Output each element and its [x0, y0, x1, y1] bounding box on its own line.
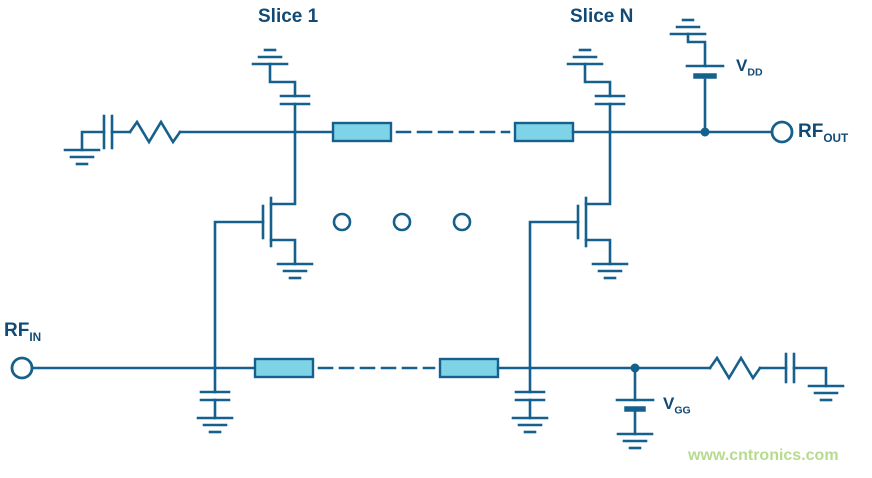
ground-symbol	[807, 384, 845, 402]
ground-symbol	[276, 262, 314, 280]
resistor	[128, 119, 182, 145]
rf-in-label-main: RF	[4, 320, 30, 341]
rf-in-label: RFIN	[4, 320, 41, 344]
transmission-line-segment	[253, 357, 315, 379]
vdd-label: VDD	[736, 56, 763, 78]
ground-symbol	[63, 148, 101, 166]
continuation-dots	[332, 212, 472, 232]
vgg-label: VGG	[663, 394, 691, 416]
vdd-label-main: V	[736, 56, 748, 75]
watermark: www.cntronics.com	[688, 447, 839, 464]
transmission-line-segment	[513, 121, 575, 143]
ground-symbol	[196, 416, 234, 434]
transmission-line-segment	[438, 357, 500, 379]
sliceN-transistor	[528, 130, 629, 370]
ground-symbol	[511, 416, 549, 434]
sliceN-gate-bypass-capacitor	[511, 366, 549, 434]
slice1-transistor	[213, 130, 314, 370]
rf-out-label-sub: OUT	[823, 131, 849, 145]
ground-symbol	[616, 432, 654, 450]
transmission-line-segment	[331, 121, 393, 143]
rf-out-label-main: RF	[798, 121, 824, 142]
ground-symbol	[566, 48, 604, 66]
rf-in-label-sub: IN	[29, 330, 42, 344]
rf-out-port	[770, 120, 794, 144]
slice1-label: Slice 1	[258, 6, 319, 27]
vgg-label-sub: GG	[674, 404, 691, 417]
sliceN-label: Slice N	[570, 6, 634, 27]
vdd-label-sub: DD	[747, 66, 763, 79]
ground-symbol	[669, 18, 707, 36]
vgg-label-main: V	[663, 394, 675, 413]
rf-out-label: RFOUT	[798, 121, 848, 145]
drain-line	[178, 121, 774, 143]
ground-symbol	[591, 262, 629, 280]
rf-in-port	[10, 356, 34, 380]
sliceN-drain-bypass-capacitor	[566, 48, 626, 134]
slice1-drain-bypass-capacitor	[251, 48, 311, 134]
gate-line	[30, 357, 712, 379]
gate-line-termination	[708, 352, 845, 402]
vdd-supply	[669, 18, 725, 137]
drain-line-termination	[63, 114, 182, 166]
ground-symbol	[251, 48, 289, 66]
resistor	[708, 355, 762, 381]
vgg-supply	[615, 363, 655, 450]
slice1-gate-bypass-capacitor	[196, 366, 234, 434]
